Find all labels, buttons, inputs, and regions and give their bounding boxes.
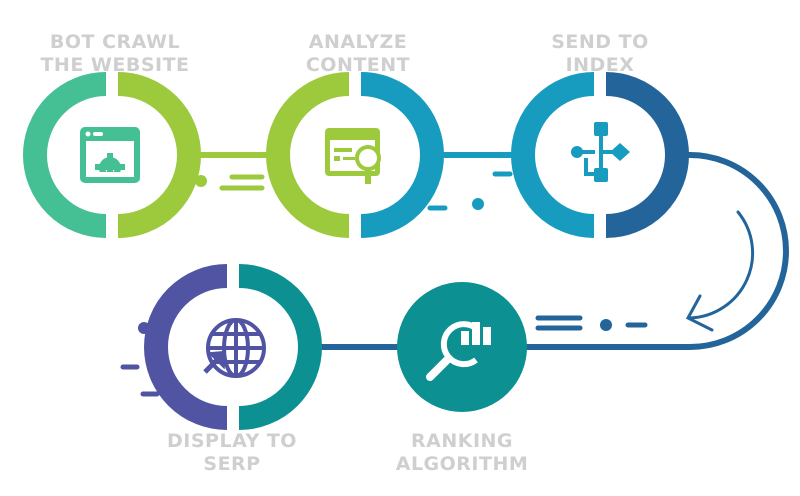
label-line: SERP	[203, 453, 261, 475]
flowchart-icon	[571, 122, 630, 182]
decor-dot	[195, 175, 207, 187]
step-label-ranking: RANKING ALGORITHM	[352, 430, 572, 476]
label-line: CONTENT	[305, 54, 411, 76]
label-line: DISPLAY TO	[167, 430, 297, 452]
decor-dot	[600, 319, 612, 331]
step-ranking	[397, 282, 527, 412]
step-send-to-index	[511, 72, 689, 238]
step-label-bot-crawl: BOT CRAWL THE WEBSITE	[5, 31, 225, 77]
step-label-analyze: ANALYZE CONTENT	[248, 31, 468, 77]
step-display	[144, 264, 322, 430]
step-label-send-to-index: SEND TO INDEX	[490, 31, 710, 77]
step-bot-crawl	[23, 72, 201, 238]
label-line: SEND TO	[551, 31, 649, 53]
label-line: INDEX	[565, 54, 635, 76]
step-analyze	[266, 72, 444, 238]
label-line: RANKING	[410, 430, 514, 452]
search-chart-icon	[426, 321, 491, 381]
curve-arrow-icon	[685, 210, 755, 332]
browser-gear-icon	[80, 127, 140, 183]
document-search-icon	[325, 128, 381, 184]
decor-dot	[472, 198, 484, 210]
connector-3-4-curve	[525, 152, 789, 350]
globe-cursor-icon	[203, 318, 266, 378]
label-line: THE WEBSITE	[40, 54, 190, 76]
label-line: ALGORITHM	[395, 453, 529, 475]
step-label-display: DISPLAY TO SERP	[122, 430, 342, 476]
label-line: BOT CRAWL	[49, 31, 181, 53]
label-line: ANALYZE	[308, 31, 408, 53]
